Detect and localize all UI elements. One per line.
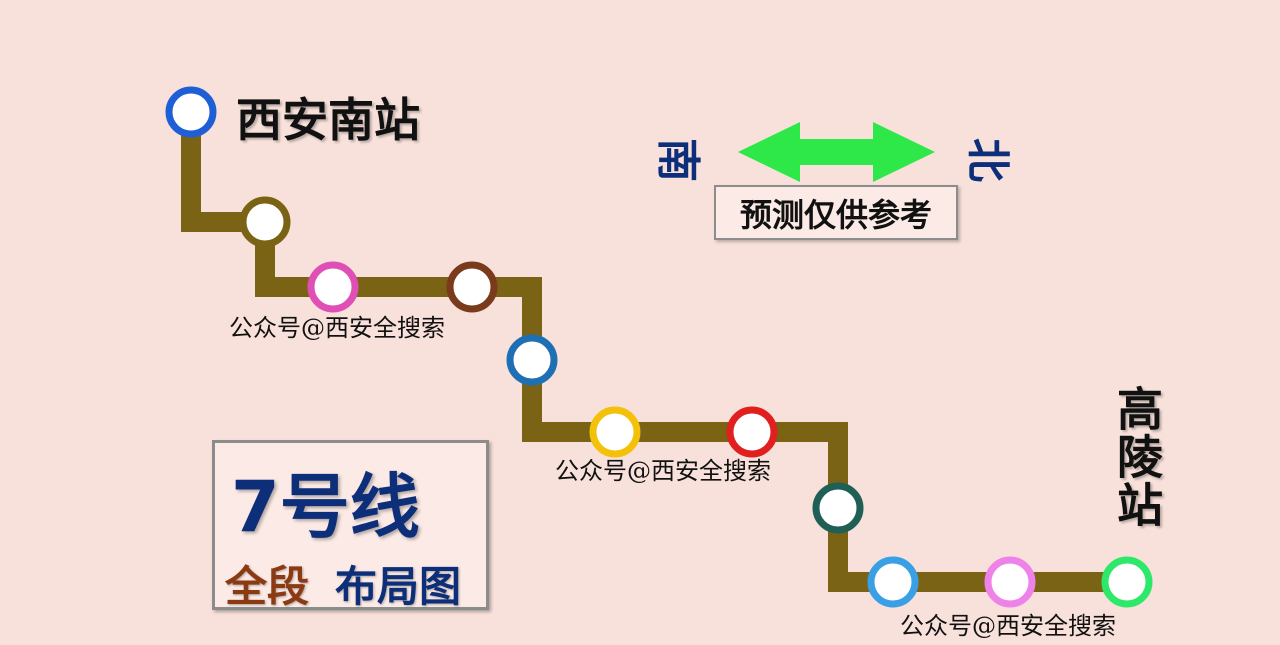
- station-marker: [307, 261, 359, 313]
- double-arrow-icon: [738, 122, 935, 182]
- station-marker: [165, 86, 217, 138]
- title-subtitle-full: 全段: [225, 562, 310, 611]
- title-subtitle-layout: 布局图: [335, 562, 462, 611]
- direction-south-label: 南: [652, 138, 703, 182]
- station-marker: [812, 482, 864, 534]
- station-marker: [446, 261, 498, 313]
- station-marker: [867, 556, 919, 608]
- watermark-label: 公众号@西安全搜索: [900, 612, 1116, 640]
- station-marker: [726, 406, 778, 458]
- direction-north-label: 北: [962, 138, 1013, 182]
- line-title: 7号线: [231, 466, 420, 548]
- station-marker: [239, 196, 291, 248]
- watermark-label: 公众号@西安全搜索: [229, 314, 445, 342]
- end-station-label: 高陵站: [1110, 385, 1164, 529]
- station-marker: [589, 406, 641, 458]
- forecast-note: 预测仅供参考: [714, 185, 958, 240]
- watermark-label: 公众号@西安全搜索: [555, 457, 771, 485]
- station-marker: [506, 334, 558, 386]
- title-panel: 7号线 全段 布局图: [212, 440, 489, 611]
- station-marker: [1101, 556, 1153, 608]
- station-marker: [984, 556, 1036, 608]
- start-station-label: 西安南站: [236, 93, 420, 147]
